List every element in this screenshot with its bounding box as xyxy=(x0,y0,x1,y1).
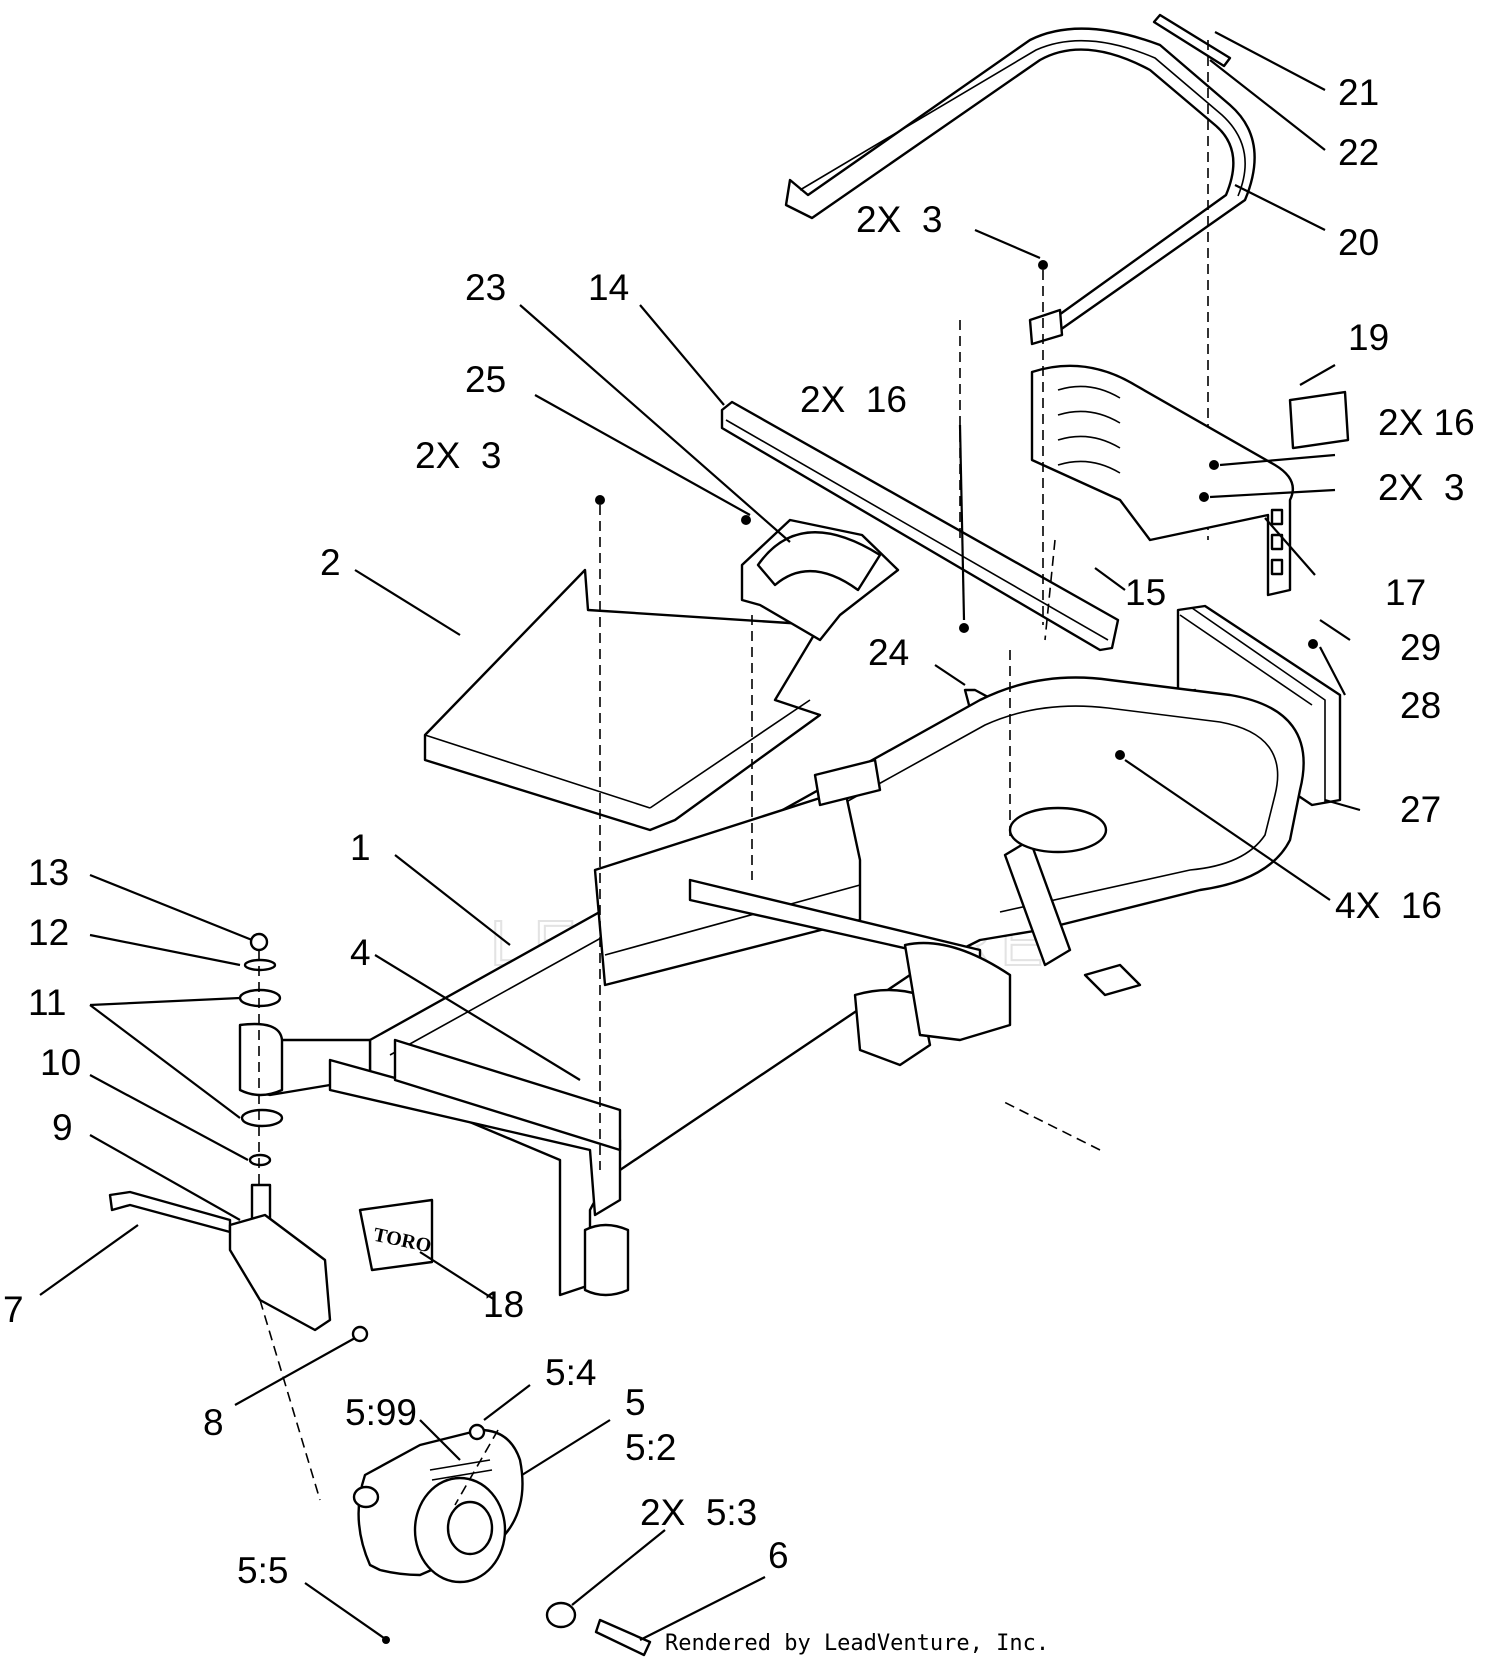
decal xyxy=(1288,390,1350,450)
callout-4x-16: 4X 16 xyxy=(1335,885,1442,926)
callout-2x-3-top: 2X 3 xyxy=(856,199,942,240)
callout-28: 28 xyxy=(1400,685,1441,726)
wheel-assembly xyxy=(352,1423,652,1657)
callout-9: 9 xyxy=(52,1107,73,1148)
callout-27: 27 xyxy=(1400,789,1441,830)
callout-23: 23 xyxy=(465,267,506,308)
roll-bar xyxy=(784,13,1256,540)
callout-22: 22 xyxy=(1338,132,1379,173)
callout-19: 19 xyxy=(1348,317,1389,358)
crossbar xyxy=(720,400,1120,652)
callout-1: 1 xyxy=(350,827,371,868)
callout-29: 29 xyxy=(1400,627,1441,668)
callout-14: 14 xyxy=(588,267,629,308)
callout-2x-5-3: 2X 5:3 xyxy=(640,1492,757,1533)
callout-20: 20 xyxy=(1338,222,1379,263)
callout-5: 5 xyxy=(625,1382,646,1423)
callout-18: 18 xyxy=(483,1284,524,1325)
callout-2x-16-right: 2X 16 xyxy=(1378,402,1475,443)
toro-logo: TORO xyxy=(358,1198,433,1272)
callout-13: 13 xyxy=(28,852,69,893)
callout-7: 7 xyxy=(3,1289,24,1330)
callout-2x-3-left: 2X 3 xyxy=(415,435,501,476)
callout-24: 24 xyxy=(868,632,909,673)
callout-15: 15 xyxy=(1125,572,1166,613)
cup-holder xyxy=(740,518,900,642)
callout-6: 6 xyxy=(768,1535,789,1576)
callout-11: 11 xyxy=(28,982,66,1023)
callout-2x-3-right: 2X 3 xyxy=(1378,467,1464,508)
callout-17: 17 xyxy=(1385,572,1426,613)
callout-21: 21 xyxy=(1338,72,1379,113)
callout-2x-16-center: 2X 16 xyxy=(800,379,907,420)
callout-8: 8 xyxy=(203,1402,224,1443)
callout-labels: 21 22 20 2X 3 23 14 19 25 2X 16 2X 16 2X… xyxy=(3,72,1475,1591)
seat-plate xyxy=(423,568,822,832)
rear-guard xyxy=(1030,364,1295,597)
callout-5-99: 5:99 xyxy=(345,1392,417,1433)
callout-5-4: 5:4 xyxy=(545,1352,596,1393)
callout-5-2: 5:2 xyxy=(625,1427,676,1468)
roll-bar-strap xyxy=(1152,13,1232,68)
caster-assembly xyxy=(108,932,369,1343)
callout-5-5: 5:5 xyxy=(237,1550,288,1591)
leader-lines xyxy=(39,31,1361,1641)
callout-10: 10 xyxy=(40,1042,81,1083)
main-frame xyxy=(238,676,1305,1297)
callout-25: 25 xyxy=(465,359,506,400)
front-plate xyxy=(393,1038,622,1152)
render-credit: Rendered by LeadVenture, Inc. xyxy=(665,1631,1049,1656)
callout-12: 12 xyxy=(28,912,69,953)
callout-4: 4 xyxy=(350,932,371,973)
callout-2: 2 xyxy=(320,542,341,583)
